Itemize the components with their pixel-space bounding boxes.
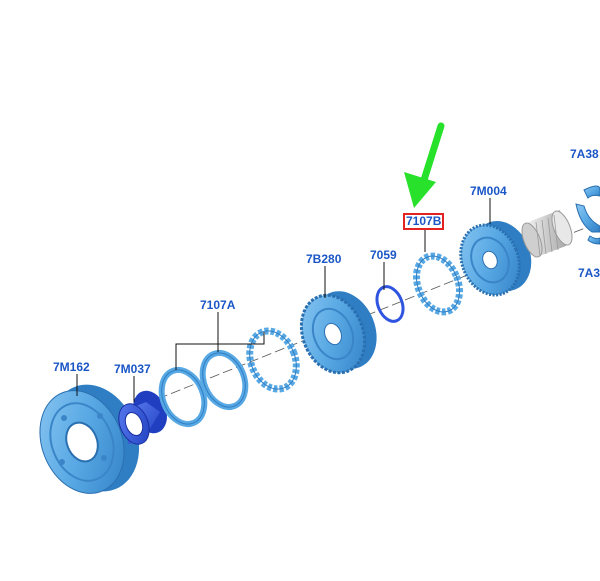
part-7B280[interactable] bbox=[290, 282, 388, 383]
callout-7107A[interactable]: 7107A bbox=[200, 298, 236, 312]
callout-leaders bbox=[76, 198, 491, 402]
part-7M004[interactable] bbox=[451, 212, 542, 304]
part-7107A-ring-3[interactable] bbox=[241, 324, 304, 396]
callout-7A38[interactable]: 7A38 bbox=[570, 147, 599, 161]
callout-7M004[interactable]: 7M004 bbox=[470, 184, 507, 198]
part-7107A-ring-2[interactable] bbox=[195, 347, 253, 414]
pointer-arrow bbox=[404, 122, 445, 208]
part-gray-bearing[interactable] bbox=[518, 208, 576, 259]
callout-7M162[interactable]: 7M162 bbox=[53, 360, 90, 374]
part-7A38-retainer[interactable] bbox=[575, 185, 600, 245]
callout-7107B-highlighted[interactable]: 7107B bbox=[403, 213, 445, 230]
part-7059[interactable] bbox=[372, 283, 408, 325]
callout-7A3[interactable]: 7A3 bbox=[578, 266, 600, 280]
part-7107B[interactable] bbox=[409, 250, 468, 319]
part-7M162[interactable] bbox=[25, 371, 154, 506]
part-7M037[interactable] bbox=[113, 386, 173, 449]
part-7107A-ring-1[interactable] bbox=[154, 364, 212, 431]
callout-7B280[interactable]: 7B280 bbox=[306, 252, 342, 266]
callout-7059[interactable]: 7059 bbox=[370, 248, 397, 262]
callout-7M037[interactable]: 7M037 bbox=[114, 362, 151, 376]
